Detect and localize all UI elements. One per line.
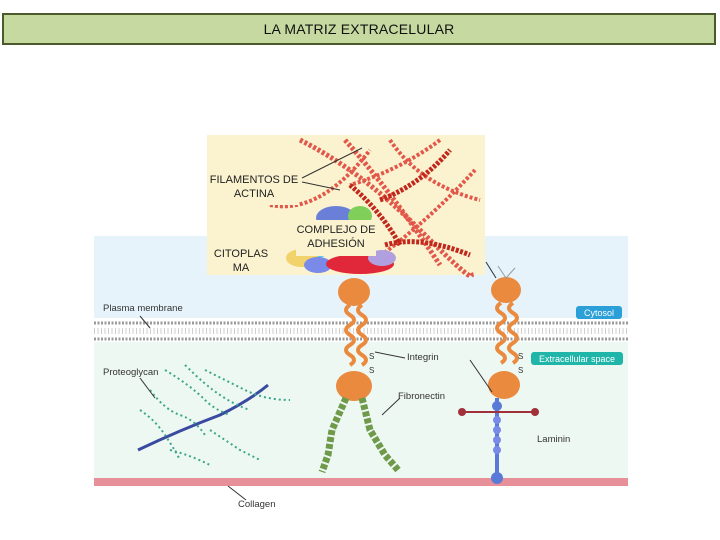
cytosol-tag: Cytosol	[576, 306, 622, 319]
adhesion-blob-purple	[304, 257, 332, 273]
laminin-right	[458, 398, 539, 484]
integrin-right	[488, 265, 521, 399]
actin-filament-dark-2	[384, 239, 471, 258]
actin-filament-dark-1	[379, 148, 452, 203]
cytoplasm-label-box	[207, 240, 275, 275]
fibronectin-label: Fibronectin	[398, 391, 445, 402]
actin-filament-3	[269, 148, 372, 209]
integrin-label: Integrin	[407, 352, 439, 363]
collagen-label: Collagen	[238, 499, 276, 510]
plasma-membrane-label: Plasma membrane	[103, 303, 183, 314]
actin-filament-5	[388, 138, 481, 202]
integrin-left	[336, 278, 372, 401]
actin-filament-6	[349, 138, 442, 187]
actin-filament-1	[298, 137, 474, 279]
actin-filaments-label: FILAMENTOS DE ACTINA	[209, 174, 299, 200]
actin-label-box	[207, 165, 299, 205]
proteoglycan-label: Proteoglycan	[103, 367, 159, 378]
cytoplasm-inset	[207, 135, 485, 279]
proteoglycan	[137, 364, 291, 466]
adhesion-complex-label: COMPLEJO DE ADHESIÓN	[296, 224, 376, 250]
adhesion-label-box	[296, 220, 376, 256]
actin-filament-dark-3	[348, 183, 403, 247]
disulfide-label-4: S	[518, 366, 524, 375]
disulfide-label-2: S	[369, 366, 375, 375]
extracellular-space-tag: Extracellular space	[531, 352, 623, 365]
page-title: LA MATRIZ EXTRACELULAR	[2, 13, 716, 45]
disulfide-label-3: S	[518, 352, 524, 361]
fibronectin-left	[318, 396, 401, 474]
cytoplasm-label: CITOPLAS MA	[213, 248, 269, 274]
collagen-band	[94, 478, 628, 486]
disulfide-label-1: S	[369, 352, 375, 361]
plasma-membrane-bilayer	[94, 320, 628, 342]
laminin-label: Laminin	[537, 434, 571, 445]
